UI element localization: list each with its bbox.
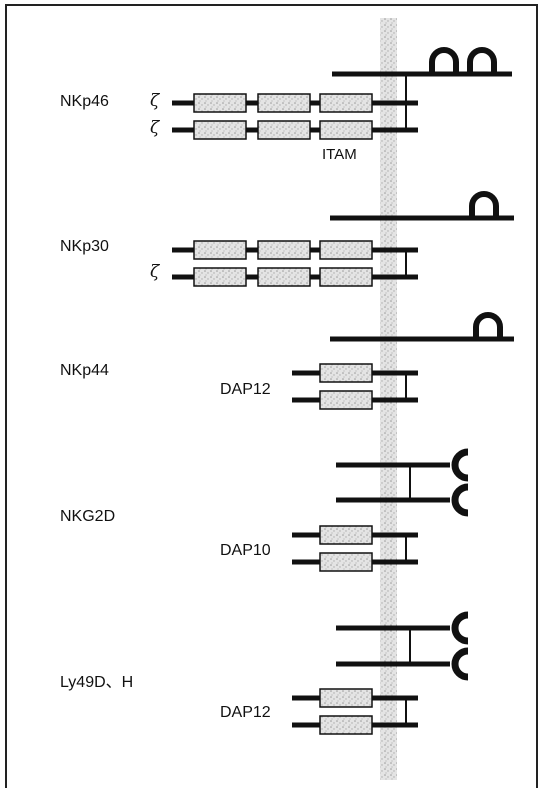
receptor-label-nkg2d: NKG2D [60,508,115,526]
nkp46-receptor [332,50,512,128]
itam-label: ITAM [322,146,357,163]
receptor-label-ly49d-h: Ly49D、H [60,668,133,692]
adaptor-label-zeta-3: ζ [150,262,159,282]
adaptor-label-dap10: DAP10 [220,542,271,560]
adaptor-label-dap12-1: DAP12 [220,381,271,399]
ly49-dap12-chains [292,689,418,734]
nkg2d-receptor [336,452,468,513]
receptor-label-nkp30: NKp30 [60,238,109,256]
nkp44-receptor [330,315,514,339]
ly49-receptor [336,615,468,677]
receptor-label-nkp46: NKp46 [60,93,109,111]
adaptor-label-zeta-2: ζ [150,118,159,138]
nkg2d-dap10-chains [292,526,418,571]
adaptor-label-dap12-2: DAP12 [220,704,271,722]
adaptor-label-zeta-1: ζ [150,91,159,111]
nkp30-receptor [330,194,514,218]
receptor-label-nkp44: NKp44 [60,362,109,380]
nkp44-dap12-chains [292,364,418,409]
